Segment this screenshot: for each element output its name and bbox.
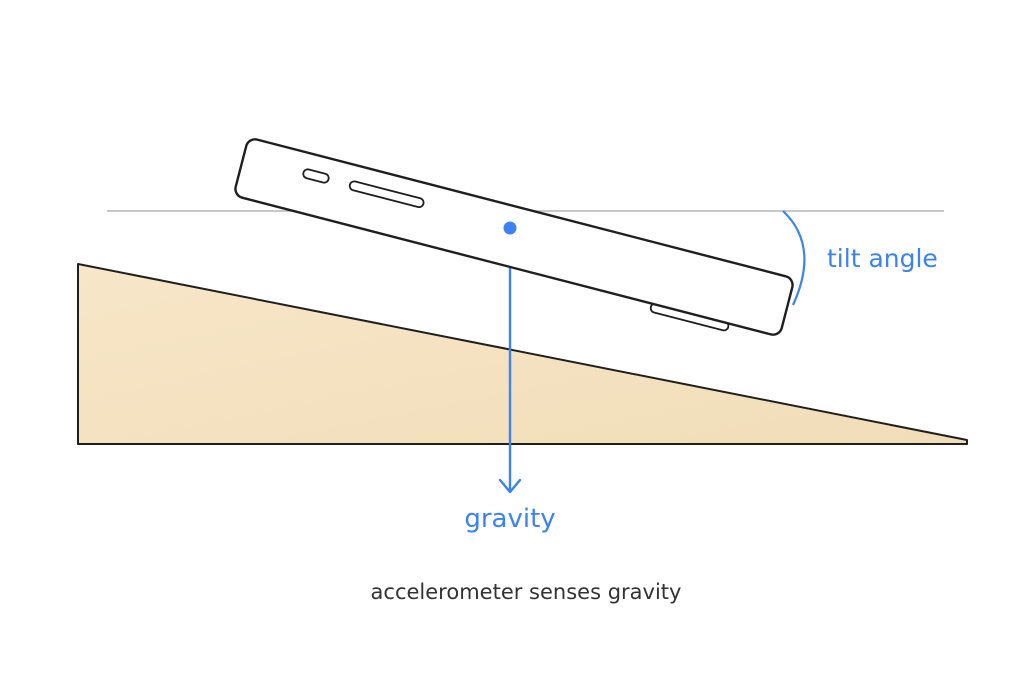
phone-speaker-slot <box>348 180 425 209</box>
gravity-label: gravity <box>464 504 555 534</box>
tilt-angle-label: tilt angle <box>827 244 938 273</box>
diagram-caption: accelerometer senses gravity <box>371 580 682 604</box>
tilt-angle-arc <box>782 210 806 306</box>
phone-port <box>302 168 330 184</box>
phone-icon <box>234 138 794 336</box>
sensor-point <box>503 221 517 235</box>
phone-body <box>234 138 794 336</box>
wedge-ramp <box>77 263 968 445</box>
arrow-down-icon <box>498 478 522 494</box>
